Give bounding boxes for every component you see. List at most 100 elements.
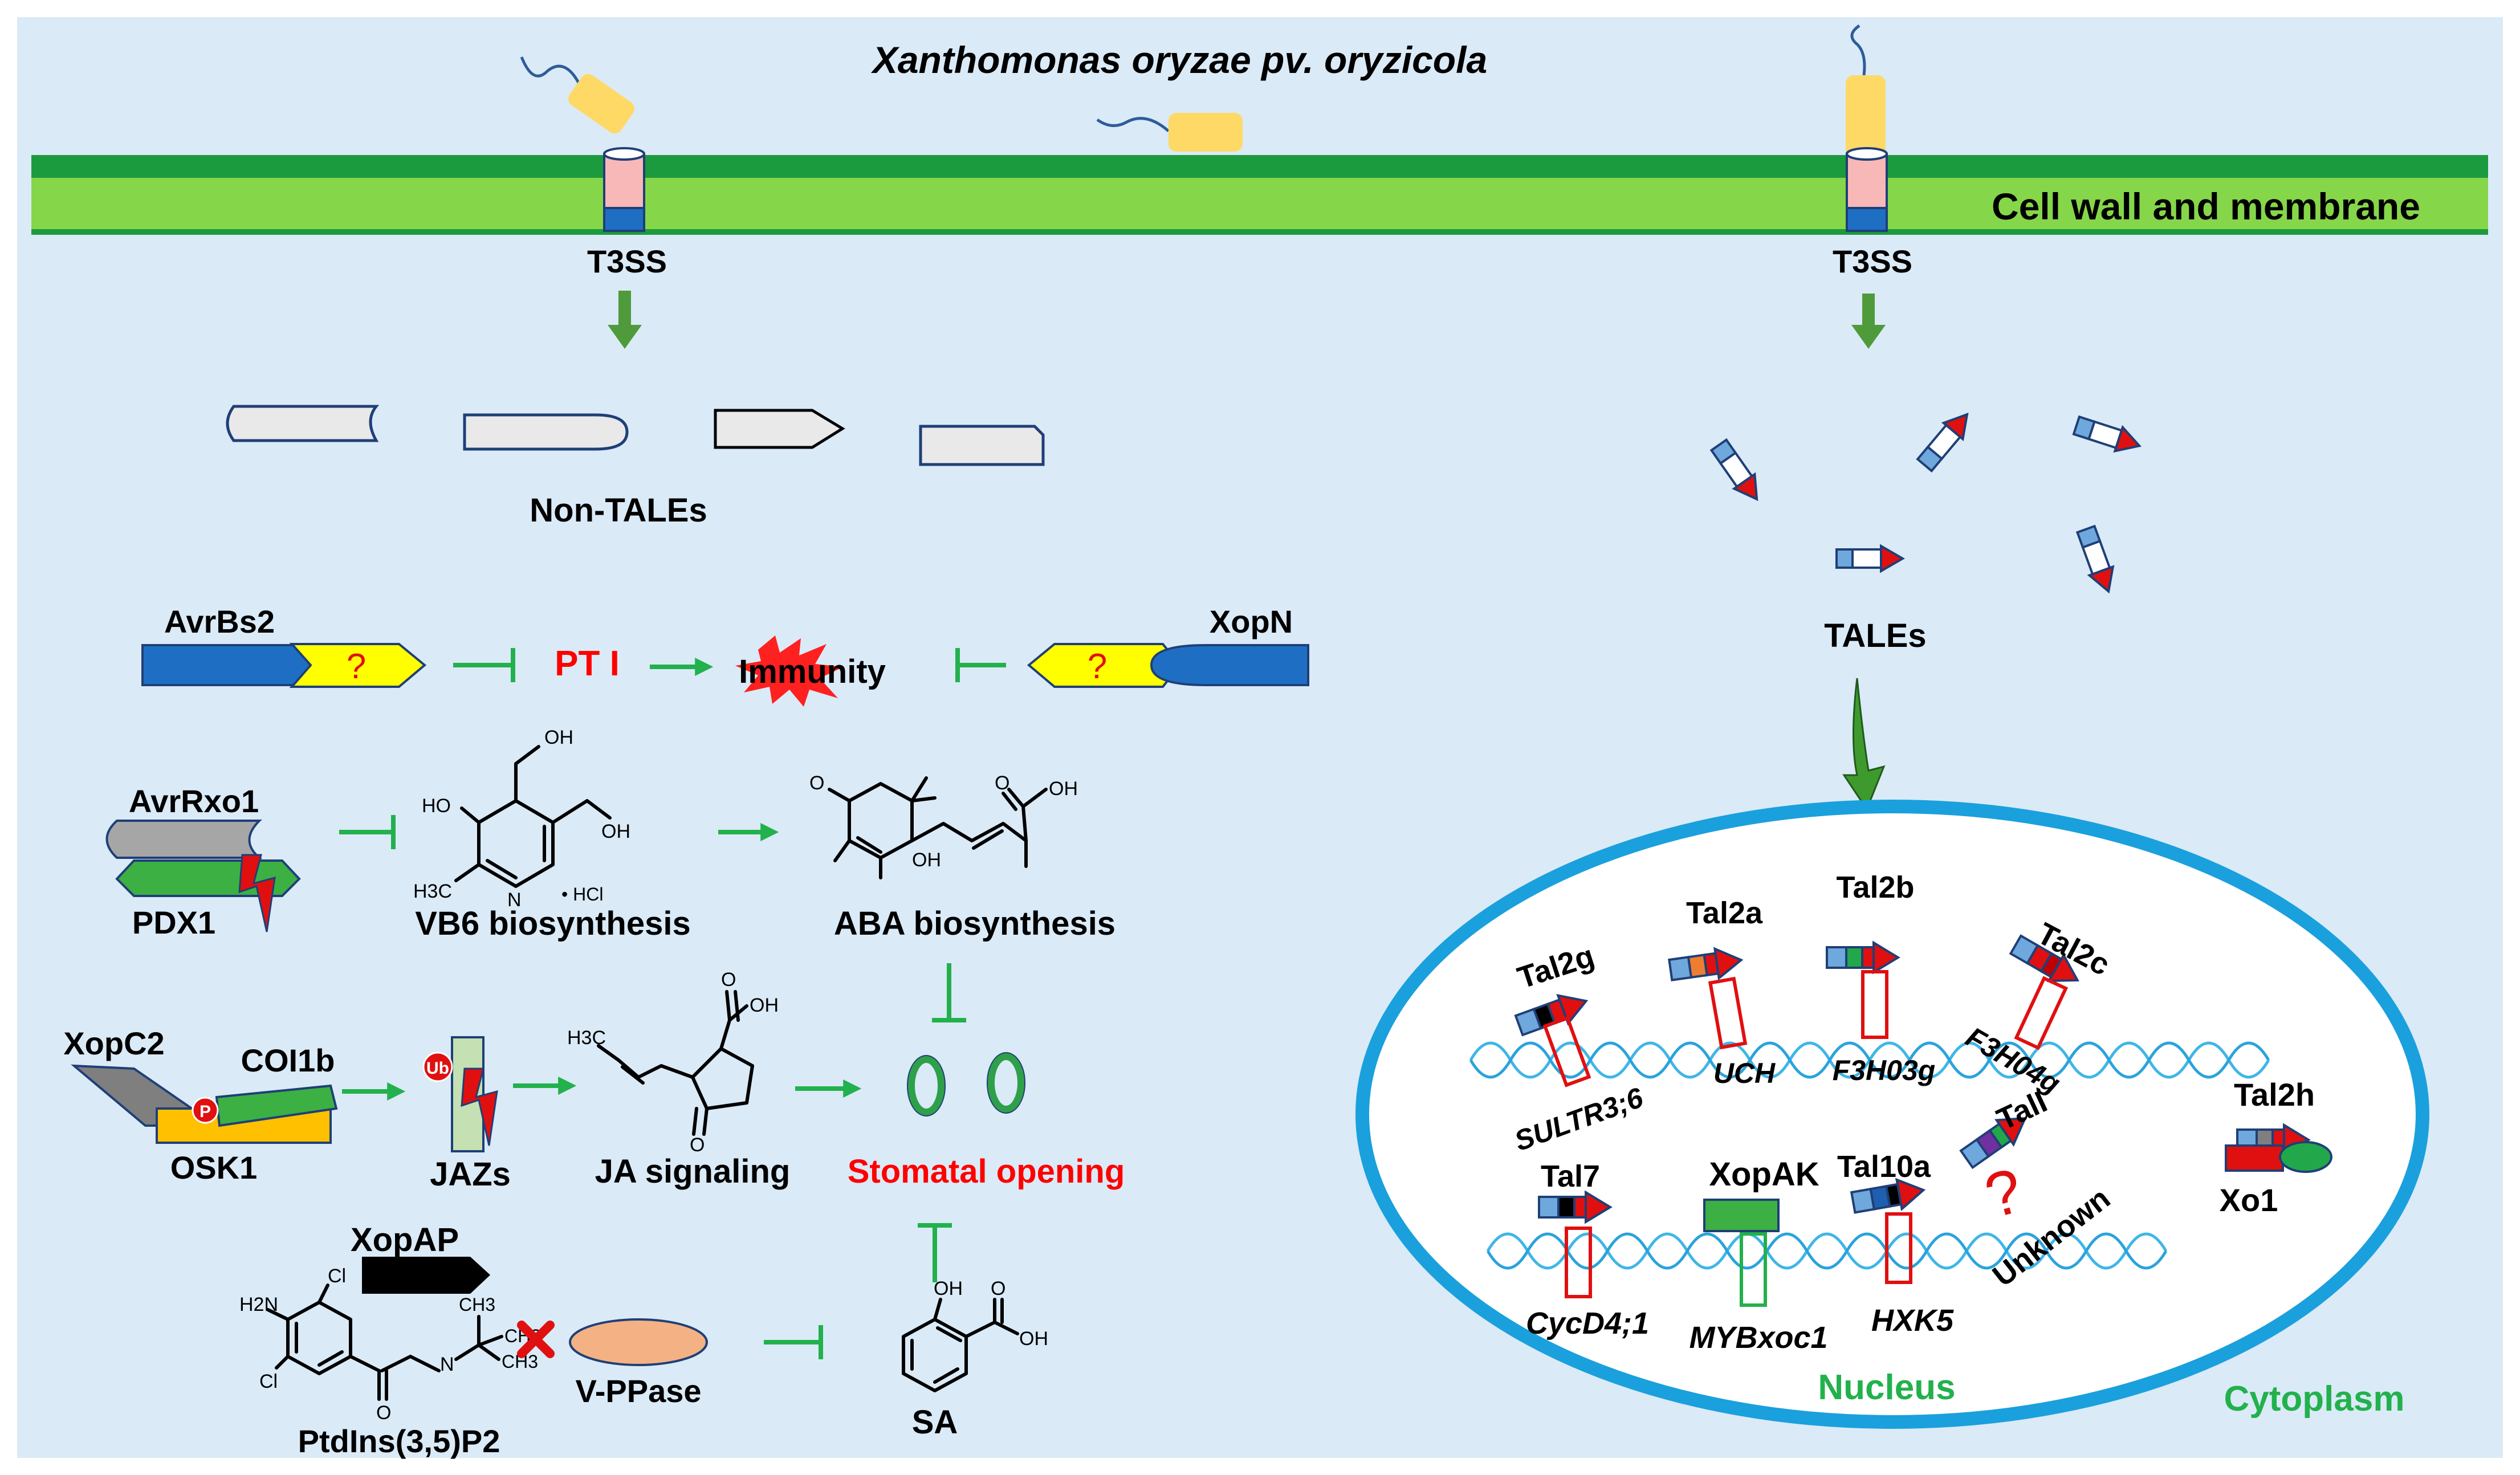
non-tale-shapes xyxy=(226,405,1045,466)
aba-inhibits-stomata xyxy=(932,963,966,1022)
ubiquitin-mark xyxy=(422,1052,453,1082)
sa-inhibits-stomata xyxy=(918,1223,952,1282)
tal10a-label: Tal10a xyxy=(1837,1150,1931,1184)
dna-helix-lower xyxy=(1486,1232,2168,1270)
pti-label: PT I xyxy=(555,644,620,683)
ptdins-n: N xyxy=(440,1354,454,1375)
ptdins-label: PtdIns(3,5)P2 xyxy=(298,1423,500,1459)
tal2b-label: Tal2b xyxy=(1836,870,1914,904)
ja-signaling-label: JA signaling xyxy=(595,1153,791,1190)
tale-molecules xyxy=(1709,413,2142,594)
tal2a-effector xyxy=(1668,947,1744,981)
non-tales-label: Non-TALEs xyxy=(530,492,707,529)
sa-oh-phenol: OH xyxy=(934,1278,963,1299)
aba-o-ketone: O xyxy=(809,772,824,794)
xopn-inhibits-immunity xyxy=(955,648,1006,682)
xopap-protein xyxy=(362,1257,490,1294)
tal2a-label: Tal2a xyxy=(1686,896,1763,930)
avrrxo1-label: AvrRxo1 xyxy=(129,783,259,819)
bacterium-middle xyxy=(1096,113,1243,152)
ptdins-o: O xyxy=(376,1402,391,1424)
vb6-h3c: H3C xyxy=(413,881,452,902)
sa-label: SA xyxy=(912,1404,958,1441)
jazs-label: JAZs xyxy=(430,1156,511,1193)
t3ss-left-label: T3SS xyxy=(587,243,667,279)
xopn-protein xyxy=(1150,644,1309,686)
avrbs2-label: AvrBs2 xyxy=(164,604,275,639)
tal2c-binding-box xyxy=(2014,976,2069,1050)
dna-helix-upper xyxy=(1469,1041,2270,1079)
aba-o-acid: O xyxy=(995,772,1009,794)
aba-oh-acid: OH xyxy=(1049,778,1078,800)
xopc2-label: XopC2 xyxy=(63,1025,164,1061)
xopak-binding-box xyxy=(1740,1232,1767,1307)
tal7-label: Tal7 xyxy=(1541,1159,1600,1193)
vppase-inhibits-sa xyxy=(764,1325,823,1359)
xopap-label: XopAP xyxy=(351,1221,459,1258)
vb6-oh-right: OH xyxy=(601,821,630,842)
ptdins-structure xyxy=(266,1284,503,1401)
tal7-effector xyxy=(1538,1190,1613,1224)
avrbs2-inhibits-pti xyxy=(453,648,515,682)
ptdins-cl-top: Cl xyxy=(328,1265,346,1287)
tal10a-effector xyxy=(1850,1177,1926,1214)
xo1-label: Xo1 xyxy=(2220,1182,2278,1218)
inhibition-cross-icon xyxy=(517,1321,555,1358)
coi1b-protein xyxy=(215,1084,338,1127)
sa-o: O xyxy=(991,1278,1005,1299)
t3ss-right-arrow xyxy=(1851,294,1886,349)
ja-oh: OH xyxy=(750,995,779,1016)
t3ss-left-channel xyxy=(603,147,645,232)
ja-o-acid: O xyxy=(721,969,736,991)
mybxoc1-target: MYBxoc1 xyxy=(1689,1321,1827,1355)
tal7-binding-box xyxy=(1565,1227,1592,1298)
f3h03g-target: F3H03g xyxy=(1833,1054,1936,1086)
xopn-question-mark: ? xyxy=(1088,647,1107,686)
avrbs2-unknown-domain xyxy=(289,643,427,688)
t3ss-right-label: T3SS xyxy=(1833,243,1912,279)
phosphorylation-mark xyxy=(192,1097,219,1124)
pdx1-cleavage-bolt xyxy=(238,854,276,932)
vb6-label: VB6 biosynthesis xyxy=(415,905,690,942)
hxk5-target: HXK5 xyxy=(1871,1303,1954,1338)
vb6-structure xyxy=(454,745,612,888)
aba-oh-ring: OH xyxy=(912,849,941,871)
membrane-label: Cell wall and membrane xyxy=(1992,185,2420,227)
avrrxo1-protein xyxy=(105,820,263,859)
ptdins-ch3-top: CH3 xyxy=(459,1294,495,1315)
cell-wall-membrane xyxy=(31,155,2488,235)
tal10a-binding-box xyxy=(1885,1212,1912,1284)
bacterium-right xyxy=(1846,24,1886,160)
t3ss-left-arrow xyxy=(608,291,642,349)
vb6-oh-top: OH xyxy=(544,727,573,748)
stomata-icon xyxy=(907,1052,1025,1117)
stomatal-opening-label: Stomatal opening xyxy=(848,1153,1125,1190)
tales-to-nucleus-arrow xyxy=(1842,678,1886,812)
sa-oh-acid: OH xyxy=(1019,1328,1048,1350)
vppase-protein xyxy=(569,1318,708,1366)
aba-structure xyxy=(828,776,1048,879)
ubiquitin-label: Ub xyxy=(426,1059,449,1078)
xo1-protein xyxy=(2225,1141,2332,1173)
sa-structure xyxy=(902,1298,1019,1392)
tales-label: TALEs xyxy=(1824,617,1926,654)
jazs-cleavage-bolt xyxy=(461,1067,498,1146)
phospho-label: P xyxy=(200,1102,211,1121)
avrrxo1-inhibits-vb6 xyxy=(339,815,396,849)
vppase-label: V-PPase xyxy=(575,1373,701,1409)
avrbs2-protein xyxy=(141,644,318,686)
immunity-burst xyxy=(735,635,844,707)
uch-target: UCH xyxy=(1713,1057,1776,1089)
vb6-ho: HO xyxy=(422,795,451,817)
tal2a-binding-box xyxy=(1708,976,1748,1050)
vb6-n: N xyxy=(507,889,522,911)
pathogen-title: Xanthomonas oryzae pv. oryzicola xyxy=(870,39,1487,81)
t3ss-right-channel xyxy=(1846,147,1888,232)
tal2b-binding-box xyxy=(1861,970,1888,1039)
osk1-label: OSK1 xyxy=(170,1150,258,1185)
avrbs2-question-mark: ? xyxy=(347,647,366,686)
ja-o-ketone: O xyxy=(690,1134,705,1156)
coi1b-label: COI1b xyxy=(241,1042,335,1078)
tal2b-effector xyxy=(1826,940,1900,975)
